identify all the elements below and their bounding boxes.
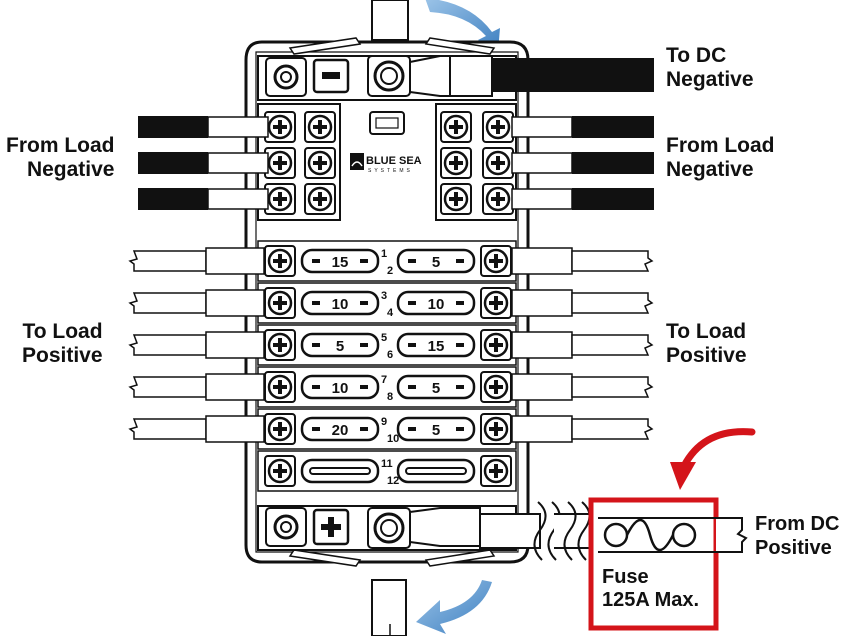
load-wire-right [511, 373, 654, 401]
fuse-position-label: 5 [381, 332, 387, 344]
fuse-position-label: 9 [381, 416, 387, 428]
fuse-6: 15 [396, 332, 476, 358]
neg-screw-left-outer [264, 147, 296, 179]
neg-screw-left-inner [304, 147, 336, 179]
load-wire-left [128, 331, 265, 359]
fuse-3-rating: 10 [332, 296, 349, 313]
pos-screw-right [480, 413, 512, 445]
neg-wire-left [138, 152, 269, 174]
top-stud-post [371, 0, 409, 41]
fuse-position-label: 4 [387, 307, 394, 319]
pos-screw-left [264, 287, 296, 319]
bottom-stud-post [371, 579, 407, 636]
fuse-3: 10 [300, 290, 380, 316]
neg-wire-right [511, 188, 654, 210]
dc-positive-wire [479, 513, 541, 549]
fuse-position-label: 12 [387, 475, 399, 487]
neg-screw-right-outer [482, 111, 514, 143]
load-wire-left [128, 289, 265, 317]
fuse-6-rating: 15 [428, 338, 445, 355]
fuse-5-rating: 5 [336, 338, 344, 355]
brand-name: BLUE SEA [366, 155, 422, 167]
pos-screw-left [264, 455, 296, 487]
fuse-position-label: 6 [387, 349, 393, 361]
label-to-load-positive-left: To Load Positive [22, 320, 103, 367]
fuse-10: 5 [396, 416, 476, 442]
neg-screw-left-outer [264, 111, 296, 143]
fuse-7-rating: 10 [332, 380, 349, 397]
fuse-2-rating: 5 [432, 254, 440, 271]
neg-wire-left [138, 116, 269, 138]
negative-terminals [138, 103, 654, 221]
red-callout-arrow [680, 428, 756, 470]
fuse-position-label: 1 [381, 248, 387, 260]
fuse-callout-text: Fuse 125A Max. [602, 566, 700, 611]
fuse-8: 5 [396, 374, 476, 400]
blue-rotation-arrow-top [425, 0, 500, 52]
fuse-position-label: 3 [381, 290, 387, 302]
fuse-4-rating: 10 [428, 296, 445, 313]
fuse-callout-box [588, 497, 719, 631]
fuse-7: 10 [300, 374, 380, 400]
fuse-5: 5 [300, 332, 380, 358]
fuse-1-rating: 15 [332, 254, 349, 271]
neg-screw-right-inner [440, 147, 472, 179]
pos-screw-right [480, 371, 512, 403]
brand-sub: SYSTEMS [368, 168, 413, 174]
neg-wire-right [511, 152, 654, 174]
pos-screw-left [264, 245, 296, 277]
pos-screw-right [480, 287, 512, 319]
fuse-position-label: 2 [387, 265, 393, 277]
neg-screw-right-outer [482, 183, 514, 215]
pos-screw-left [264, 413, 296, 445]
load-wire-right [511, 289, 654, 317]
neg-screw-left-inner [304, 183, 336, 215]
load-wire-right [511, 415, 654, 443]
neg-wire-left [138, 188, 269, 210]
fuse-9: 20 [300, 416, 380, 442]
fuse-12 [396, 458, 476, 484]
load-wire-right [511, 247, 654, 275]
label-to-load-positive-right: To Load Positive [666, 320, 747, 367]
label-from-load-negative-right: From Load Negative [666, 134, 775, 181]
dc-negative-wire [492, 58, 654, 92]
fuse-4: 10 [396, 290, 476, 316]
pos-screw-right [480, 329, 512, 361]
neg-screw-left-outer [264, 183, 296, 215]
fuse-position-label: 8 [387, 391, 393, 403]
label-from-load-negative-left: From Load Negative [6, 134, 115, 181]
neg-wire-right [511, 116, 654, 138]
pos-screw-right [480, 245, 512, 277]
fuse-10-rating: 5 [432, 422, 440, 439]
fuse-position-label: 11 [381, 458, 393, 470]
fuse-1: 15 [300, 248, 380, 274]
pos-screw-left [264, 371, 296, 403]
load-wire-left [128, 415, 265, 443]
load-wire-left [128, 373, 265, 401]
fuse-11 [300, 458, 380, 484]
neg-screw-right-outer [482, 147, 514, 179]
neg-screw-right-inner [440, 183, 472, 215]
fuse-symbol-icon [603, 522, 629, 548]
load-wire-left [128, 247, 265, 275]
load-wire-right [511, 331, 654, 359]
neg-screw-left-inner [304, 111, 336, 143]
fuse-position-label: 7 [381, 374, 387, 386]
neg-screw-right-inner [440, 111, 472, 143]
label-from-dc-positive: From DC Positive [755, 513, 840, 559]
pos-screw-right [480, 455, 512, 487]
fuse-8-rating: 5 [432, 380, 440, 397]
fuse-2: 5 [396, 248, 476, 274]
fuse-9-rating: 20 [332, 422, 349, 439]
label-to-dc-negative: To DC Negative [666, 44, 754, 91]
pos-screw-left [264, 329, 296, 361]
blue-rotation-arrow-bottom [416, 580, 492, 634]
fuse-position-label: 10 [387, 433, 399, 445]
